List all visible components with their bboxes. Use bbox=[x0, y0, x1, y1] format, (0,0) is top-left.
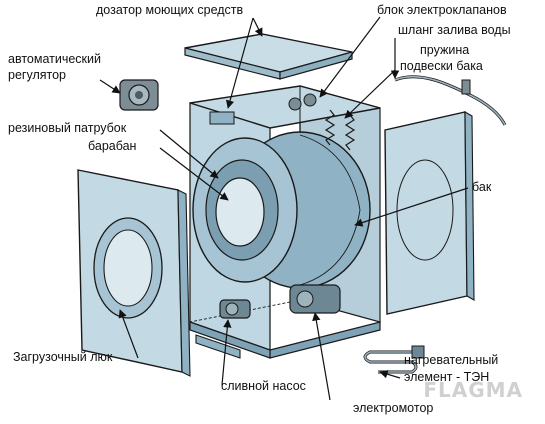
inlet-hose bbox=[394, 75, 507, 126]
pointer-dispenser-2 bbox=[225, 17, 254, 109]
pointer-tank bbox=[354, 187, 469, 227]
loading-door-panel bbox=[77, 169, 191, 377]
watermark: FLAGMA bbox=[423, 378, 523, 402]
label-door: Загрузочный люк bbox=[13, 350, 113, 364]
label-heater-1: нагревательный bbox=[404, 353, 499, 367]
pointer-lines bbox=[99, 16, 469, 401]
pointer-auto-regulator bbox=[99, 79, 121, 94]
pointer-drum bbox=[159, 147, 229, 201]
label-spring-1: пружина bbox=[420, 43, 470, 57]
tank-springs bbox=[324, 109, 356, 151]
pointer-motor bbox=[312, 312, 331, 401]
pointer-rubber-pipe bbox=[159, 129, 219, 179]
pointer-drain-pump bbox=[221, 319, 232, 386]
pointer-door bbox=[118, 309, 139, 359]
top-lid bbox=[184, 33, 353, 80]
side-panel bbox=[384, 111, 475, 315]
top-panel-details bbox=[209, 93, 317, 125]
label-drain-pump: сливной насос bbox=[221, 379, 306, 393]
heating-element bbox=[363, 345, 425, 374]
label-valve-block: блок электроклапанов bbox=[377, 3, 507, 17]
tank bbox=[192, 131, 371, 289]
motor-and-pump bbox=[219, 284, 341, 319]
pointer-heater bbox=[379, 370, 401, 379]
label-motor: электромотор bbox=[353, 401, 434, 415]
pointer-springs bbox=[344, 69, 396, 119]
label-auto-regulator-1: автоматический bbox=[8, 52, 101, 66]
label-tank: бак bbox=[472, 180, 492, 194]
label-drum: барабан bbox=[88, 139, 137, 153]
label-inlet-hose: шланг залива воды bbox=[398, 23, 511, 37]
label-heater-2: элемент - ТЭН bbox=[404, 370, 490, 384]
pointer-valve-block bbox=[319, 16, 381, 98]
label-auto-regulator-2: регулятор bbox=[8, 68, 66, 82]
label-spring-2: подвески бака bbox=[400, 59, 483, 73]
label-dispenser: дозатор моющих средств bbox=[96, 3, 244, 17]
pointer-dispenser bbox=[252, 17, 263, 37]
label-rubber-pipe: резиновый патрубок bbox=[8, 121, 127, 135]
auto-regulator-part bbox=[119, 79, 159, 111]
